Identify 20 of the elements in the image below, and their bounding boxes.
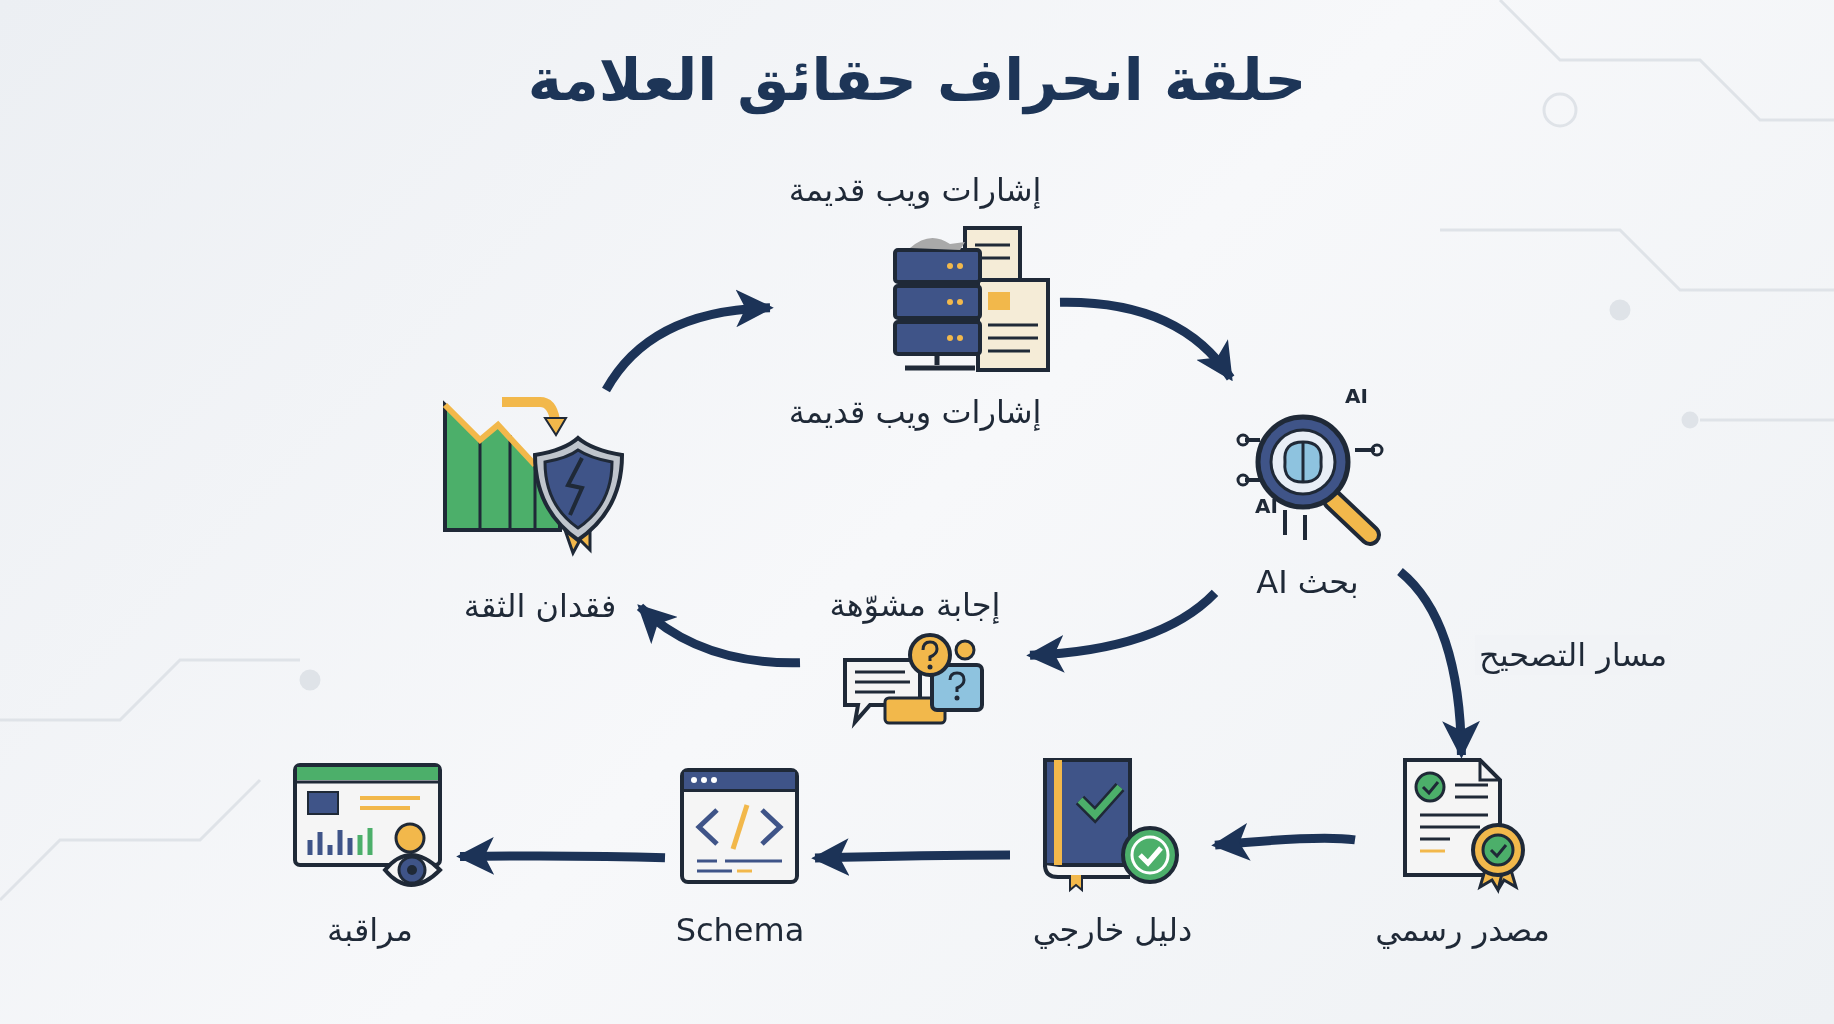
- arrow: [1059, 297, 1235, 382]
- icon-label: AI: [1255, 495, 1278, 517]
- arrow: [1397, 568, 1480, 759]
- node-label: إشارات ويب قديمة: [788, 392, 1042, 432]
- node-label: إشارات ويب قديمة: [788, 170, 1042, 210]
- arrow: [811, 838, 1010, 877]
- arrow: [456, 837, 666, 875]
- node-label: بحث AI: [1256, 562, 1359, 602]
- icon-label: AI: [1345, 385, 1368, 407]
- arrow: [1211, 823, 1356, 861]
- node-label: مصدر رسمي: [1375, 910, 1550, 950]
- arrow: [602, 290, 774, 393]
- arrow: [637, 603, 800, 668]
- node-label: إجابة مشوّهة: [829, 585, 1001, 625]
- node-label: دليل خارجي: [1032, 910, 1193, 950]
- node-label: Schema: [675, 910, 805, 950]
- node-label: فقدان الثقة: [463, 586, 617, 626]
- title: حلقة انحراف حقائق العلامة: [526, 45, 1308, 117]
- arrow: [1026, 589, 1219, 673]
- node-label: مراقبة: [327, 910, 413, 950]
